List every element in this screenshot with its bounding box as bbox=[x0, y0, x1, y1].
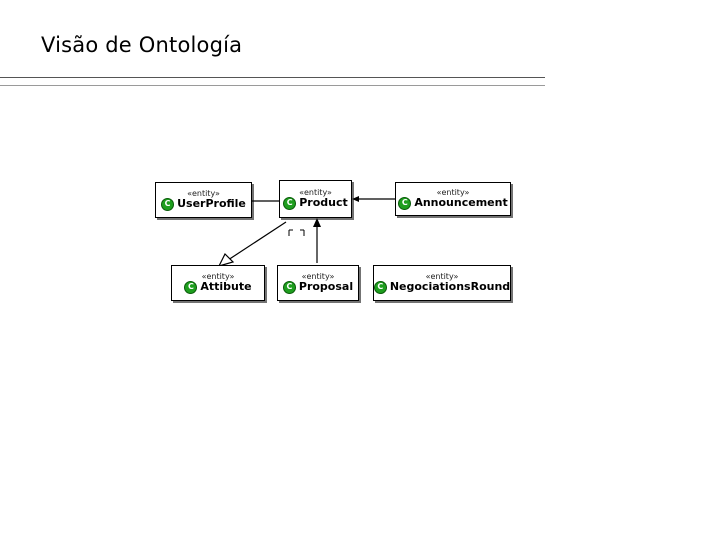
diagram-edges bbox=[217, 196, 395, 267]
class-icon: C bbox=[161, 197, 175, 211]
class-node-product[interactable]: «entity» C Product bbox=[279, 180, 352, 218]
class-stereotype: «entity» bbox=[301, 271, 335, 281]
class-icon: C bbox=[373, 280, 387, 294]
class-stereotype: «entity» bbox=[425, 271, 459, 281]
class-name-row: C Proposal bbox=[282, 280, 354, 294]
class-name: Proposal bbox=[298, 280, 354, 293]
class-name-row: C UserProfile bbox=[161, 197, 246, 211]
class-stereotype: «entity» bbox=[299, 187, 332, 197]
multiplicity-mark-left bbox=[288, 229, 293, 236]
class-name: Attibute bbox=[200, 280, 252, 293]
class-stereotype: «entity» bbox=[436, 187, 470, 197]
class-name-row: C NegociationsRound bbox=[373, 280, 511, 294]
title-divider bbox=[0, 77, 545, 78]
multiplicity-mark-right bbox=[300, 229, 305, 236]
class-name-row: C Announcement bbox=[398, 196, 508, 210]
arrowhead-proposal bbox=[313, 218, 321, 227]
class-node-attibute[interactable]: «entity» C Attibute bbox=[171, 265, 265, 301]
arrowhead-announcement bbox=[352, 196, 359, 202]
title-divider-secondary bbox=[0, 85, 545, 86]
class-stereotype: «entity» bbox=[187, 188, 220, 198]
class-node-negociationsround[interactable]: «entity» C NegociationsRound bbox=[373, 265, 511, 301]
class-stereotype: «entity» bbox=[201, 271, 235, 281]
uml-class-diagram: «entity» C UserProfile «entity» C Produc… bbox=[155, 170, 535, 310]
generalization-triangle bbox=[217, 252, 235, 267]
class-node-userprofile[interactable]: «entity» C UserProfile bbox=[155, 182, 252, 218]
class-name: NegociationsRound bbox=[389, 280, 511, 293]
class-name: Announcement bbox=[414, 196, 508, 209]
class-node-announcement[interactable]: «entity» C Announcement bbox=[395, 182, 511, 216]
class-icon: C bbox=[282, 280, 296, 294]
class-name-row: C Attibute bbox=[184, 280, 252, 294]
edge-attibute-product bbox=[224, 221, 287, 263]
page-title: Visão de Ontología bbox=[41, 33, 243, 57]
class-icon: C bbox=[184, 280, 198, 294]
class-icon: C bbox=[398, 196, 412, 210]
class-name: Product bbox=[299, 196, 348, 209]
class-name: UserProfile bbox=[177, 197, 246, 210]
class-node-proposal[interactable]: «entity» C Proposal bbox=[277, 265, 359, 301]
class-icon: C bbox=[283, 196, 297, 210]
class-name-row: C Product bbox=[283, 196, 348, 210]
